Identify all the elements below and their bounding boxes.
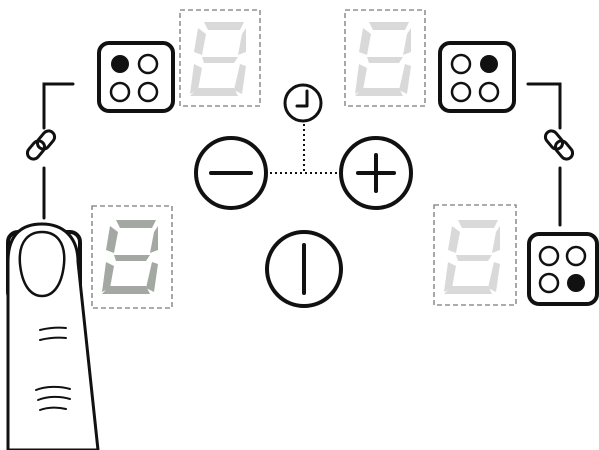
- digit-front-left: [102, 220, 158, 294]
- digit-rear-right: [355, 22, 411, 96]
- bridge-connector-right: [526, 82, 562, 227]
- link-icon[interactable]: [25, 128, 57, 161]
- burner-icon-rear-left[interactable]: [97, 41, 175, 113]
- timer-connector: [270, 124, 340, 174]
- zone-display-rear-right[interactable]: [344, 9, 426, 107]
- plus-icon: [356, 153, 396, 193]
- digit-front-right: [444, 220, 500, 294]
- bridge-connector-left: [42, 82, 75, 220]
- zone-display-front-right[interactable]: [433, 204, 517, 306]
- zone-display-front-left[interactable]: [91, 205, 173, 309]
- plus-button[interactable]: [339, 136, 413, 210]
- minus-button[interactable]: [194, 136, 268, 210]
- burner-icon-front-right[interactable]: [527, 232, 599, 306]
- finger-illustration: [6, 222, 100, 450]
- digit-rear-left: [190, 22, 246, 96]
- power-button[interactable]: [265, 230, 343, 308]
- burner-icon-rear-right[interactable]: [438, 41, 516, 113]
- link-icon[interactable]: [543, 128, 575, 161]
- clock-icon[interactable]: [283, 83, 323, 123]
- zone-display-rear-left[interactable]: [179, 9, 261, 107]
